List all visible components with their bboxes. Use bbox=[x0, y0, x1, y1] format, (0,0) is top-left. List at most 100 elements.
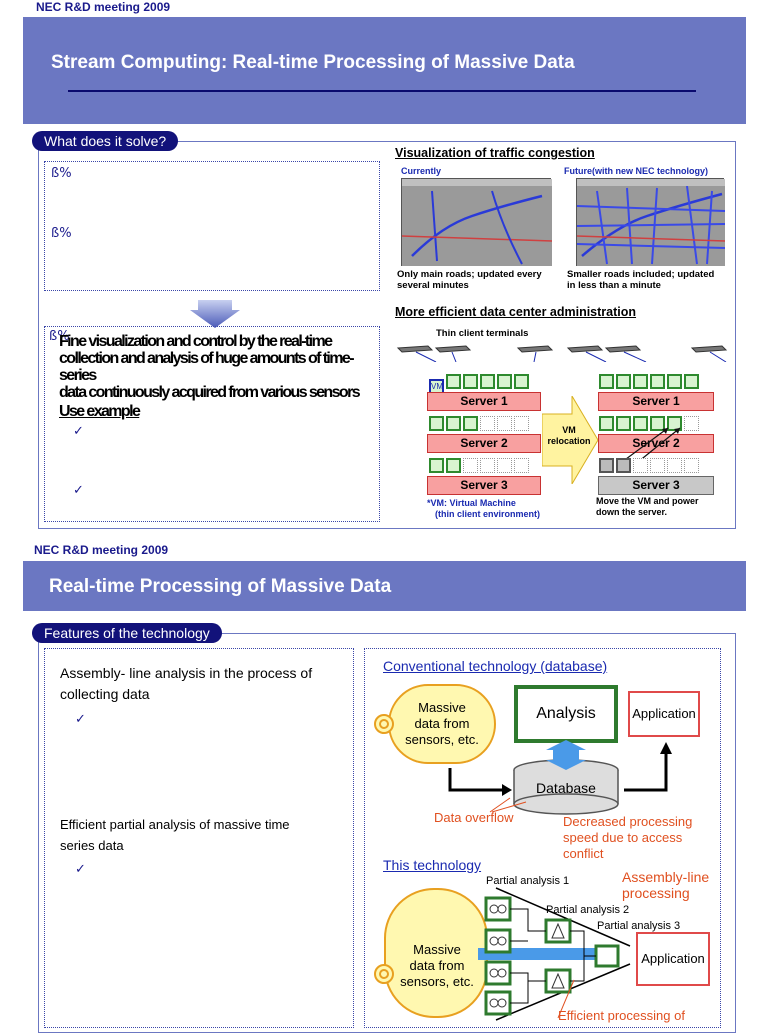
database-label: Database bbox=[536, 780, 596, 796]
feature-1-line-1: Assembly- line analysis in the process o… bbox=[60, 665, 313, 681]
slide1-title: Stream Computing: Real-time Processing o… bbox=[51, 52, 575, 73]
vm-icon bbox=[497, 374, 512, 389]
slide2-banner: Real-time Processing of Massive Data bbox=[23, 561, 746, 611]
solution-line-1: Fine visualization and control by the re… bbox=[59, 333, 333, 350]
caption-current: Only main roads; updated every several m… bbox=[397, 269, 542, 291]
massive-data-2-1: Massive bbox=[413, 942, 461, 957]
vm-icon bbox=[667, 416, 682, 431]
dc-heading: More efficient data center administratio… bbox=[395, 305, 637, 319]
efficient-processing-note: Efficient processing of bbox=[558, 1008, 685, 1023]
this-technology-heading: This technology bbox=[383, 857, 482, 873]
vm-icon bbox=[514, 374, 529, 389]
map-current-roads bbox=[402, 186, 552, 266]
feature-2-line-1: Efficient partial analysis of massive ti… bbox=[60, 817, 290, 832]
caption-future-2: in less than a minute bbox=[567, 280, 661, 291]
caption-future: Smaller roads included; updated in less … bbox=[567, 269, 714, 291]
slide1-banner: Stream Computing: Real-time Processing o… bbox=[23, 17, 746, 124]
bullet-icon: ß% bbox=[51, 226, 72, 241]
vm-note: *VM: Virtual Machine (thin client enviro… bbox=[427, 498, 540, 520]
vm-empty-icon bbox=[684, 416, 699, 431]
data-overflow-note: Data overflow bbox=[434, 810, 514, 825]
vm-icon bbox=[429, 458, 444, 473]
tab-what-does-it-solve[interactable]: What does it solve? bbox=[32, 131, 179, 151]
vm-empty-icon bbox=[514, 458, 529, 473]
vm-row-left-2 bbox=[429, 416, 531, 433]
vm-icon bbox=[633, 416, 648, 431]
vm-icon bbox=[616, 416, 631, 431]
future-label: Future(with new NEC technology) bbox=[564, 166, 708, 176]
massive-data-cloud bbox=[388, 684, 496, 764]
bullet-icon: ß% bbox=[51, 166, 72, 181]
vm-icon bbox=[616, 374, 631, 389]
tab-features-of-technology[interactable]: Features of the technology bbox=[32, 623, 222, 643]
assembly-line-note: Assembly-line processing bbox=[622, 869, 709, 901]
partial-2-label: Partial analysis 2 bbox=[546, 904, 630, 916]
vm-empty-icon bbox=[497, 458, 512, 473]
massive-data-2: data from bbox=[414, 716, 470, 731]
sensor-swirl-icon bbox=[374, 714, 394, 734]
server-1-left: Server 1 bbox=[427, 392, 541, 411]
conventional-heading: Conventional technology (database) bbox=[383, 658, 608, 674]
bullet-icon: ß% bbox=[49, 329, 70, 344]
server-2-right: Server 2 bbox=[598, 434, 714, 453]
vm-icon bbox=[429, 416, 444, 431]
vm-note-1: *VM: Virtual Machine bbox=[427, 498, 516, 508]
vm-icon bbox=[684, 374, 699, 389]
map-future-roads bbox=[577, 186, 725, 266]
caption-future-1: Smaller roads included; updated bbox=[567, 269, 715, 280]
vm-note-2: (thin client environment) bbox=[435, 509, 541, 519]
thin-client-label: Thin client terminals bbox=[436, 328, 529, 339]
feature-1-line-2: collecting data bbox=[60, 686, 150, 702]
move-note-1: Move the VM and power bbox=[596, 496, 699, 506]
vm-gray-icon bbox=[599, 458, 614, 473]
assembly-2: processing bbox=[622, 885, 690, 901]
vm-icon bbox=[480, 374, 495, 389]
caption-current-2: several minutes bbox=[397, 280, 469, 291]
move-note: Move the VM and power down the server. bbox=[596, 496, 699, 518]
vm-icon bbox=[446, 374, 461, 389]
feature-2: Efficient partial analysis of massive ti… bbox=[60, 814, 290, 856]
vm-icon bbox=[633, 374, 648, 389]
vm-relocation-1: VM bbox=[562, 425, 576, 435]
vm-icon bbox=[599, 374, 614, 389]
vm-empty-icon bbox=[497, 416, 512, 431]
use-example-label: Use example bbox=[59, 403, 141, 420]
meeting-label: NEC R&D meeting 2009 bbox=[34, 543, 169, 557]
vm-empty-icon bbox=[667, 458, 682, 473]
server-2-left: Server 2 bbox=[427, 434, 541, 453]
vm-icon bbox=[650, 416, 665, 431]
analysis-box: Analysis bbox=[514, 685, 618, 743]
vm-row-left-1: VM bbox=[429, 374, 531, 394]
check-icon: ✓ bbox=[73, 482, 84, 497]
check-icon: ✓ bbox=[75, 711, 86, 726]
problem-box: ß% ß% bbox=[44, 161, 380, 291]
solution-box: ß% Fine visualization and control by the… bbox=[44, 326, 380, 522]
down-arrow-icon bbox=[190, 300, 240, 328]
partial-1-label: Partial analysis 1 bbox=[486, 875, 570, 887]
caption-current-1: Only main roads; updated every bbox=[397, 269, 542, 280]
vm-icon bbox=[446, 458, 461, 473]
vm-empty-icon bbox=[480, 458, 495, 473]
vm-empty-icon bbox=[514, 416, 529, 431]
sensor-swirl-icon bbox=[374, 964, 394, 984]
decreased-1: Decreased processing bbox=[563, 814, 693, 829]
vm-relocation-label: VM relocation bbox=[544, 425, 594, 447]
massive-data-label: Massive data from sensors, etc. bbox=[396, 700, 488, 748]
vm-row-right-2 bbox=[599, 416, 701, 433]
feature-2-line-2: series data bbox=[60, 838, 124, 853]
vm-icon bbox=[599, 416, 614, 431]
assembly-line-diagram bbox=[478, 887, 631, 1021]
server-3-right: Server 3 bbox=[598, 476, 714, 495]
check-icon: ✓ bbox=[75, 861, 86, 876]
vm-empty-icon bbox=[633, 458, 648, 473]
vis-heading: Visualization of traffic congestion bbox=[395, 146, 595, 160]
feature-1: Assembly- line analysis in the process o… bbox=[60, 663, 312, 705]
vm-icon bbox=[667, 374, 682, 389]
vm-icon bbox=[463, 416, 478, 431]
move-note-2: down the server. bbox=[596, 507, 668, 517]
decreased-3: conflict bbox=[563, 846, 604, 861]
title-rule bbox=[68, 90, 696, 92]
vm-row-right-1 bbox=[599, 374, 701, 391]
massive-data-3: sensors, etc. bbox=[405, 732, 479, 747]
massive-data-label-2: Massive data from sensors, etc. bbox=[394, 942, 480, 990]
